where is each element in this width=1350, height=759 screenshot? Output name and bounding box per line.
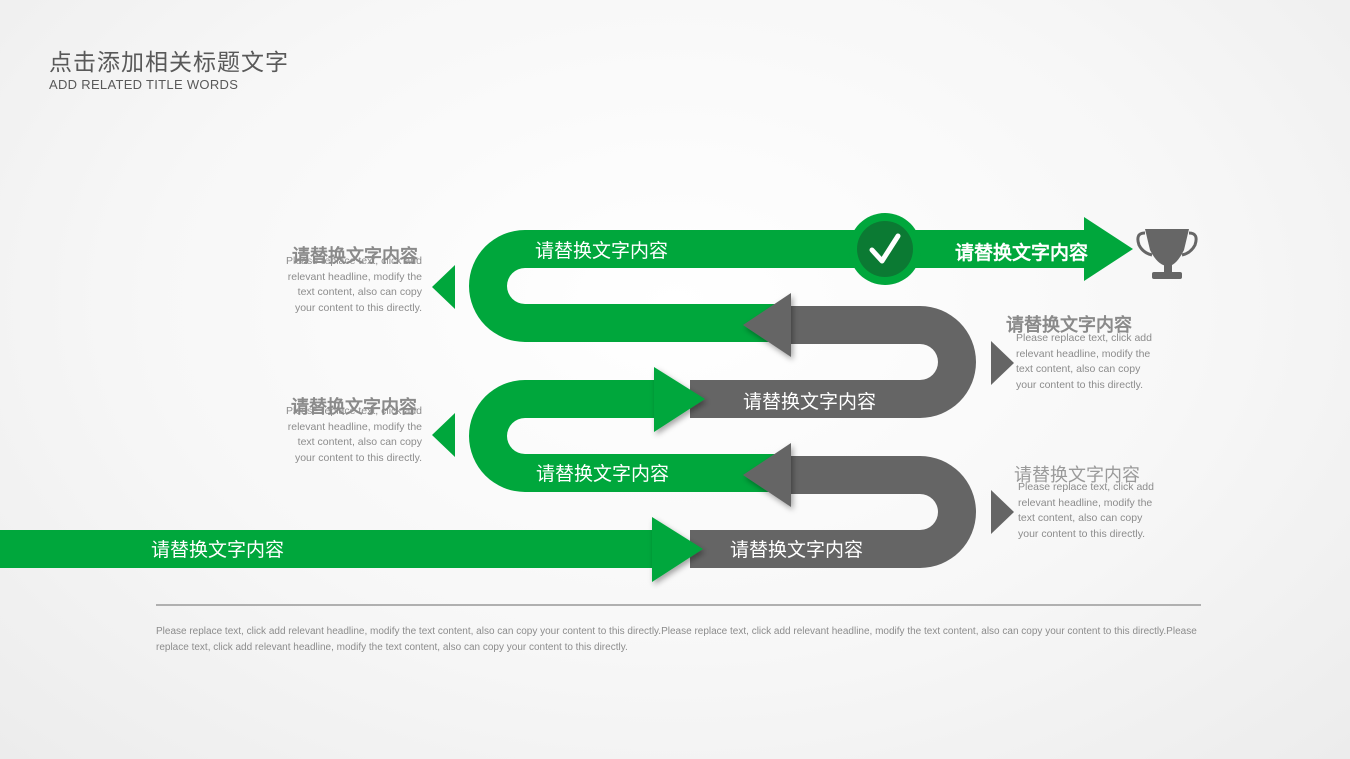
band-label-gray-upper: 请替换文字内容 <box>743 391 876 413</box>
footer-text: Please replace text, click add relevant … <box>156 626 1197 653</box>
left-top-body: Please replace text, click add relevant … <box>286 255 422 314</box>
left-pointer-mid <box>432 413 455 457</box>
left-top-heading: 请替换文字内容 <box>292 246 418 267</box>
left-mid-heading: 请替换文字内容 <box>291 397 417 418</box>
band-label-green-bottom: 请替换文字内容 <box>151 539 284 561</box>
gray-track-upper <box>690 306 976 418</box>
gray-track-lower <box>690 456 976 568</box>
green-track-middle <box>469 380 790 492</box>
gray-arrowhead-lower <box>743 443 791 507</box>
green-track-bottom <box>0 530 655 568</box>
green-arrowhead-bottom <box>652 517 703 582</box>
right-top-body: Please replace text, click add relevant … <box>1016 332 1152 391</box>
left-pointer-top <box>432 265 455 309</box>
right-bottom-heading: 请替换文字内容 <box>1014 465 1140 486</box>
check-icon <box>849 213 921 285</box>
band-label-goal: 请替换文字内容 <box>955 241 1088 264</box>
left-mid-body: Please replace text, click add relevant … <box>286 405 422 464</box>
page-subtitle: ADD RELATED TITLE WORDS <box>49 77 239 92</box>
gray-arrowhead-upper <box>743 293 791 357</box>
band-label-gray-lower: 请替换文字内容 <box>730 539 863 561</box>
band-label-top: 请替换文字内容 <box>535 240 668 262</box>
page-title: 点击添加相关标题文字 <box>49 49 289 75</box>
right-bottom-body: Please replace text, click add relevant … <box>1018 481 1154 540</box>
right-top-heading: 请替换文字内容 <box>1006 315 1132 336</box>
green-arrowhead-middle <box>654 367 705 432</box>
right-pointer-top <box>991 341 1014 385</box>
right-pointer-bottom <box>991 490 1014 534</box>
band-label-green-middle: 请替换文字内容 <box>536 463 669 485</box>
green-goal-arrowhead <box>1084 217 1133 281</box>
trophy-icon <box>1136 229 1198 279</box>
divider-line <box>156 604 1201 606</box>
